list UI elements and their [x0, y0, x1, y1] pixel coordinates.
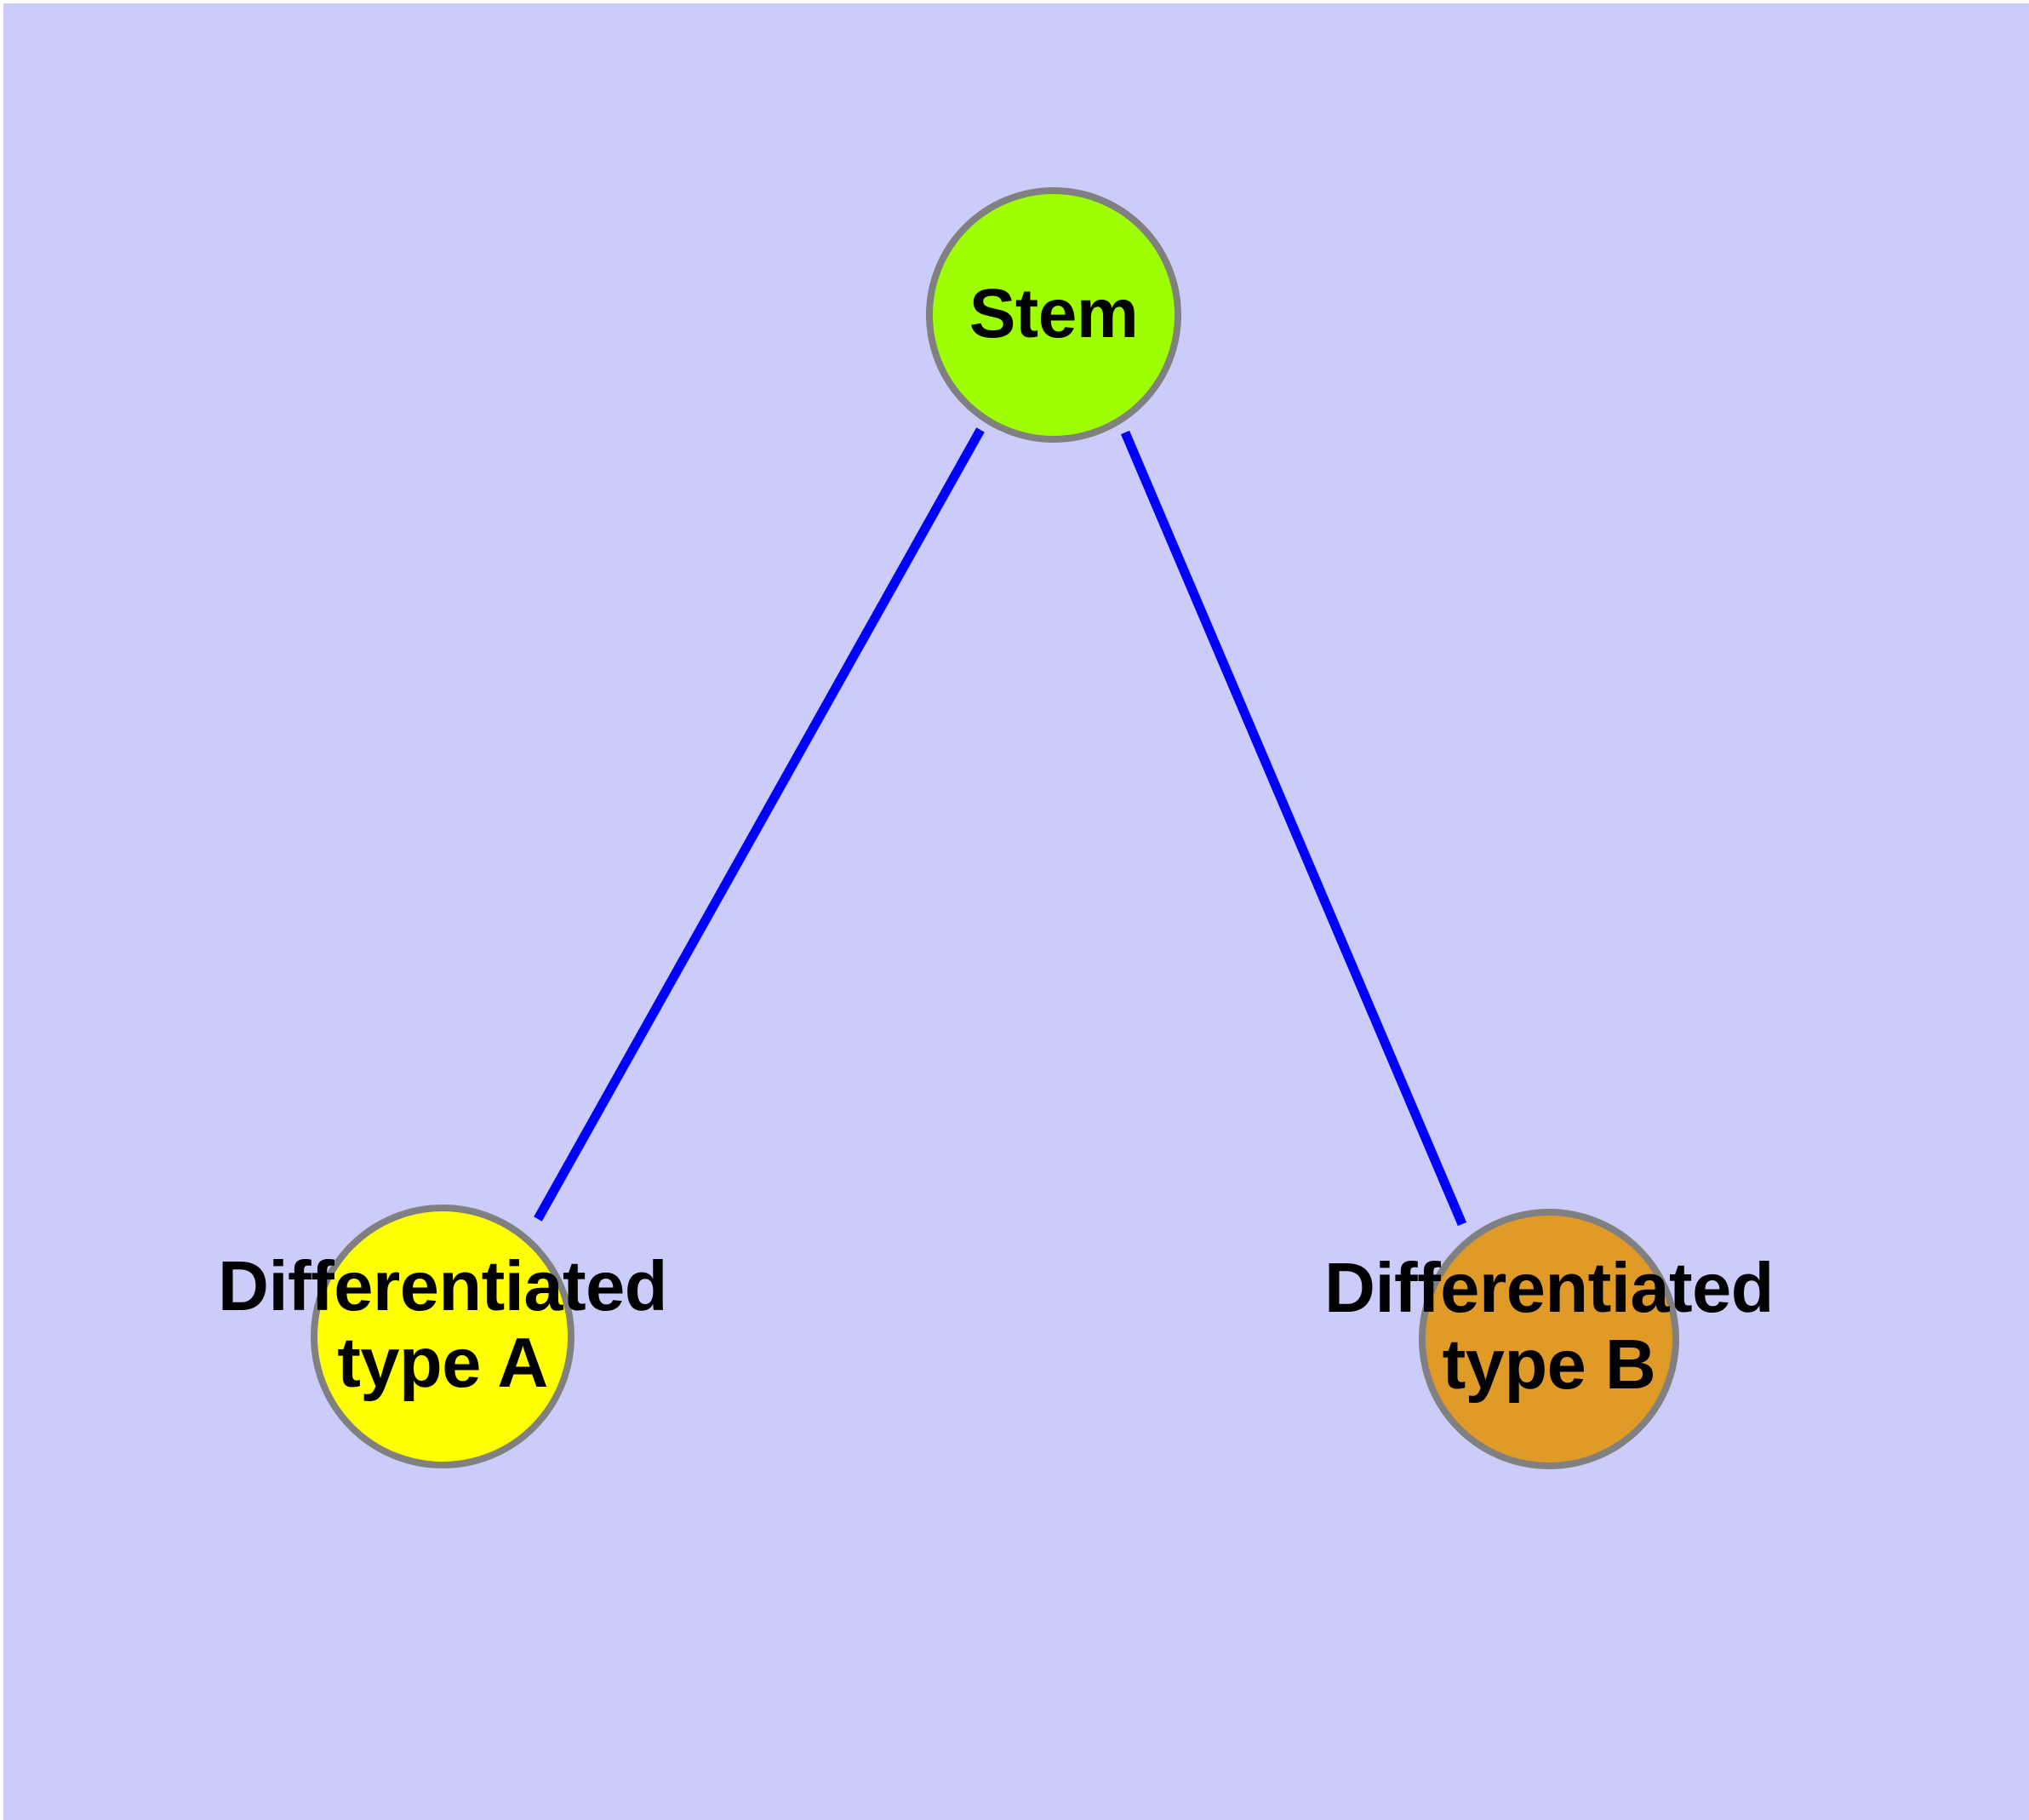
edge-stem-to-differentiated-type-b: [1120, 430, 1467, 1227]
edge-stem-to-differentiated-type-a: [534, 427, 985, 1222]
node-differentiated-type-b[interactable]: [1419, 1209, 1679, 1469]
node-stem[interactable]: [926, 187, 1181, 443]
node-differentiated-type-a[interactable]: [311, 1205, 574, 1468]
